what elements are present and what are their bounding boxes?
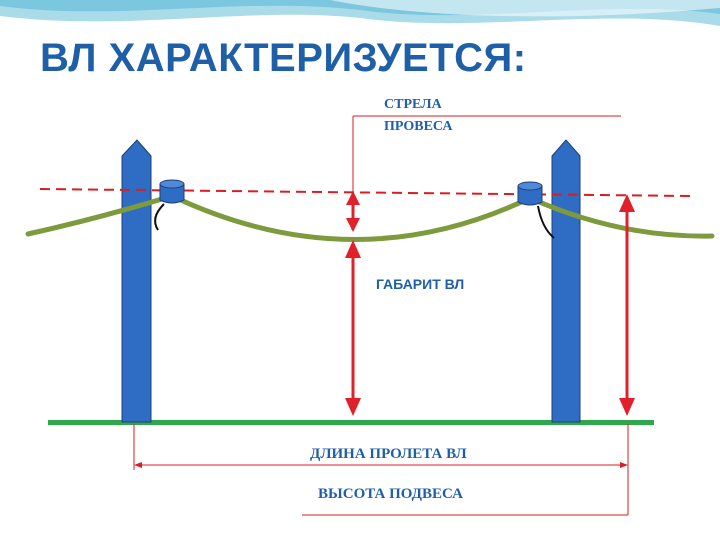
wire-main-span <box>169 193 533 242</box>
dimension-guides <box>133 115 629 516</box>
dashed-reference-line <box>39 188 691 197</box>
wire-left-segment <box>25 193 175 237</box>
span-length-label: ДЛИНА ПРОЛЕТА ВЛ <box>310 446 467 462</box>
sag-label-line1: СТРЕЛА <box>384 97 442 112</box>
sag-label-line2: ПРОВЕСА <box>384 119 453 134</box>
sag-label: СТРЕЛА ПРОВЕСА <box>384 94 452 138</box>
clearance-arrow <box>345 240 361 416</box>
left-pole <box>121 139 152 423</box>
suspension-height-label: ВЫСОТА ПОДВЕСА <box>318 486 463 502</box>
span-length-arrow <box>134 462 628 468</box>
right-pole <box>551 139 581 423</box>
clearance-label: ГАБАРИТ ВЛ <box>376 276 465 292</box>
suspension-height-arrow <box>619 194 635 416</box>
wire-right-segment <box>527 195 715 239</box>
header-wave <box>0 0 720 26</box>
left-insulator <box>154 179 185 231</box>
sag-arrow <box>346 191 360 232</box>
right-insulator <box>517 181 555 239</box>
slide-title: ВЛ ХАРАКТЕРИЗУЕТСЯ: <box>40 36 527 80</box>
ground-line <box>48 420 654 425</box>
